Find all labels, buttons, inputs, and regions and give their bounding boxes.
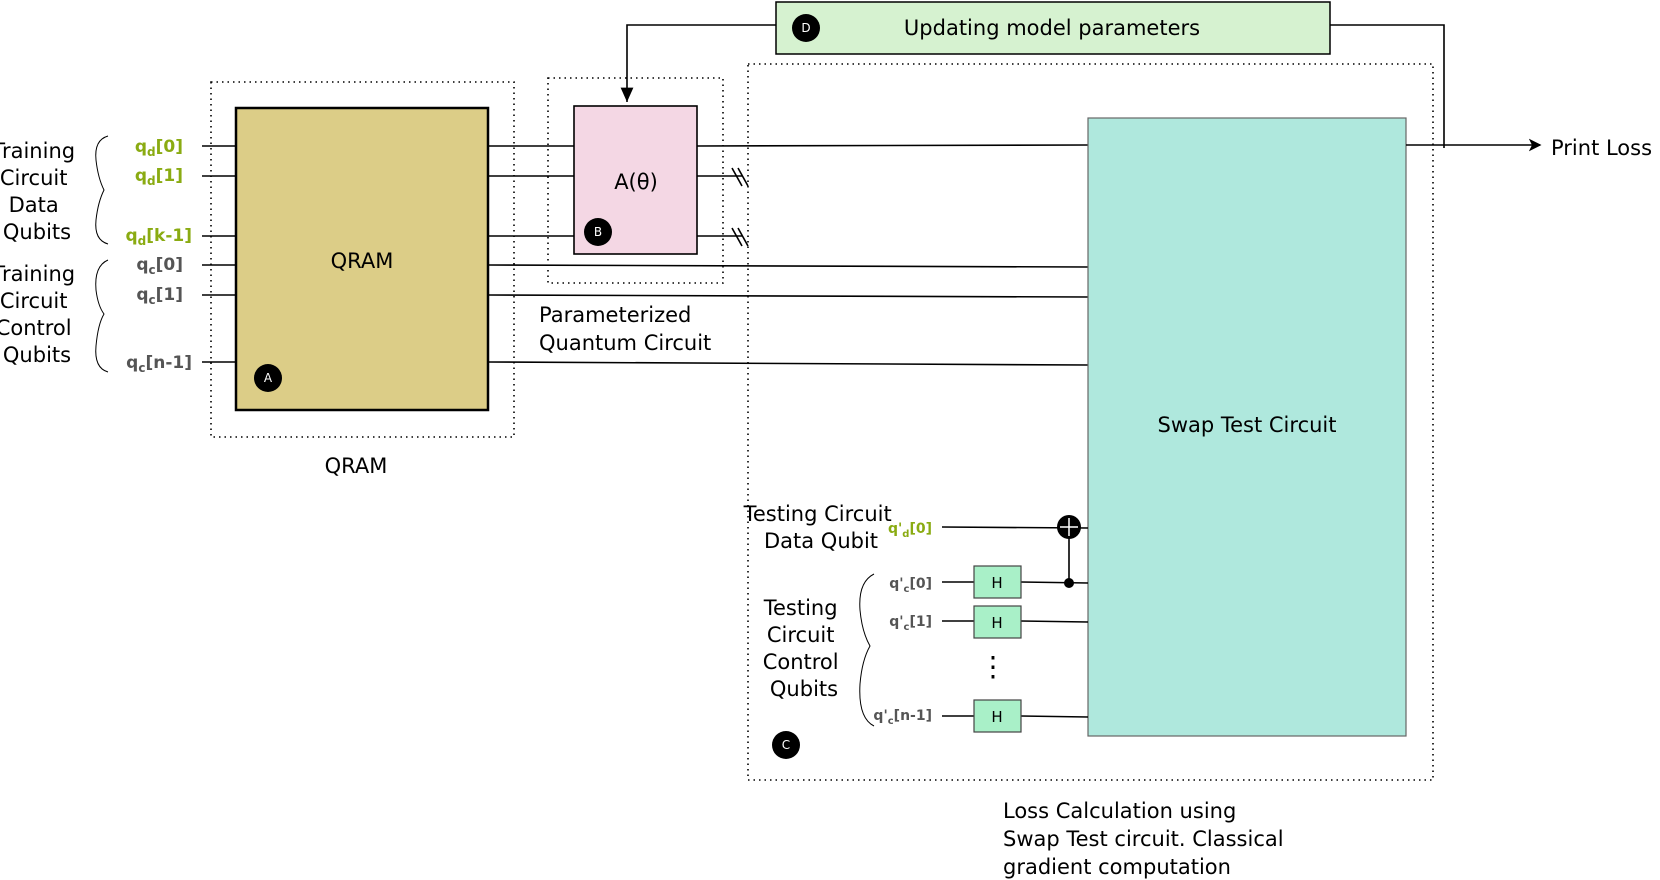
testing-data-label: Testing Circuit Data Qubit — [743, 502, 899, 553]
testing-qubit-label-qc0: q'c[0] — [889, 576, 932, 595]
badge-a: A — [254, 364, 282, 392]
badge-b: B — [584, 218, 612, 246]
badge-d: D — [792, 14, 820, 42]
print-loss-label: Print Loss — [1551, 136, 1652, 160]
cnot-gate — [1057, 515, 1081, 588]
output-to-update-line — [1330, 24, 1445, 148]
pqc-gate-label: A(θ) — [614, 170, 658, 194]
svg-text:A: A — [264, 371, 273, 385]
testing-qubit-label-qcn-1: q'c[n-1] — [873, 708, 932, 727]
svg-text:Loss Calculation using S: Loss Calculation using Swap Test circuit… — [1003, 799, 1290, 879]
update-params-label: Updating model parameters — [904, 16, 1200, 40]
qram-to-pqc-wires — [488, 145, 574, 237]
svg-text:H: H — [991, 574, 1002, 592]
qubit-label-qdk-1: qd[k-1] — [126, 226, 193, 248]
svg-text:C: C — [782, 738, 790, 752]
qram-input-wires — [202, 145, 236, 363]
pqc-dotted-frame — [547, 77, 724, 284]
svg-text:Training Circuit C: Training Circuit Control Qubits — [0, 262, 82, 367]
loss-dotted-frame — [747, 63, 1434, 781]
badge-c: C — [772, 731, 800, 759]
h-gate-qc0: H — [973, 565, 1022, 599]
svg-text:H: H — [991, 708, 1002, 726]
svg-text:B: B — [594, 225, 602, 239]
update-params-box — [775, 1, 1331, 55]
svg-text:Testing Circuit Data Qub: Testing Circuit Data Qubit — [743, 502, 899, 553]
svg-text:H: H — [991, 614, 1002, 632]
h-gate-qc1: H — [973, 605, 1022, 639]
training-control-brace — [95, 259, 109, 373]
qubit-label-qd1: qd[1] — [135, 166, 183, 188]
svg-text:Training Circuit D: Training Circuit Data Qubits — [0, 139, 82, 244]
qram-caption: QRAM — [325, 454, 388, 478]
training-control-group-label: Training Circuit Control Qubits — [0, 262, 82, 367]
training-data-group-label: Training Circuit Data Qubits — [0, 139, 82, 244]
testing-control-label: Testing Circuit Control Qubits — [763, 596, 846, 701]
swap-test-label: Swap Test Circuit — [1157, 413, 1336, 437]
qram-box — [234, 106, 490, 412]
qubit-label-qcn-1: qc[n-1] — [126, 353, 192, 375]
svg-text:D: D — [801, 21, 810, 35]
testing-control-brace — [859, 573, 875, 727]
svg-text:Parameterized Quantum Ci: Parameterized Quantum Circuit — [539, 303, 711, 355]
qubit-label-qc1: qc[1] — [136, 285, 183, 307]
h-gate-ellipsis: ⋮ — [979, 650, 1007, 683]
loss-caption: Loss Calculation using Swap Test circuit… — [1003, 799, 1290, 879]
qubit-label-qc0: qc[0] — [136, 255, 183, 277]
pqc-caption: Parameterized Quantum Circuit — [539, 303, 711, 355]
update-to-pqc-arrow — [620, 24, 776, 102]
qram-dotted-frame — [210, 81, 515, 438]
svg-text:Testing Circuit Co: Testing Circuit Control Qubits — [763, 596, 846, 701]
pqc-output-wires — [696, 144, 1089, 247]
control-wires-to-swap — [487, 264, 1089, 366]
swap-test-box — [1087, 117, 1407, 737]
qram-box-label: QRAM — [331, 249, 394, 273]
training-data-brace — [95, 135, 109, 245]
testing-qubit-label-qd0: q'd[0] — [888, 521, 932, 540]
testing-qubit-label-qc1: q'c[1] — [889, 614, 932, 633]
qubit-label-qd0: qd[0] — [135, 137, 183, 159]
h-gate-qcn-1: H — [973, 699, 1022, 733]
